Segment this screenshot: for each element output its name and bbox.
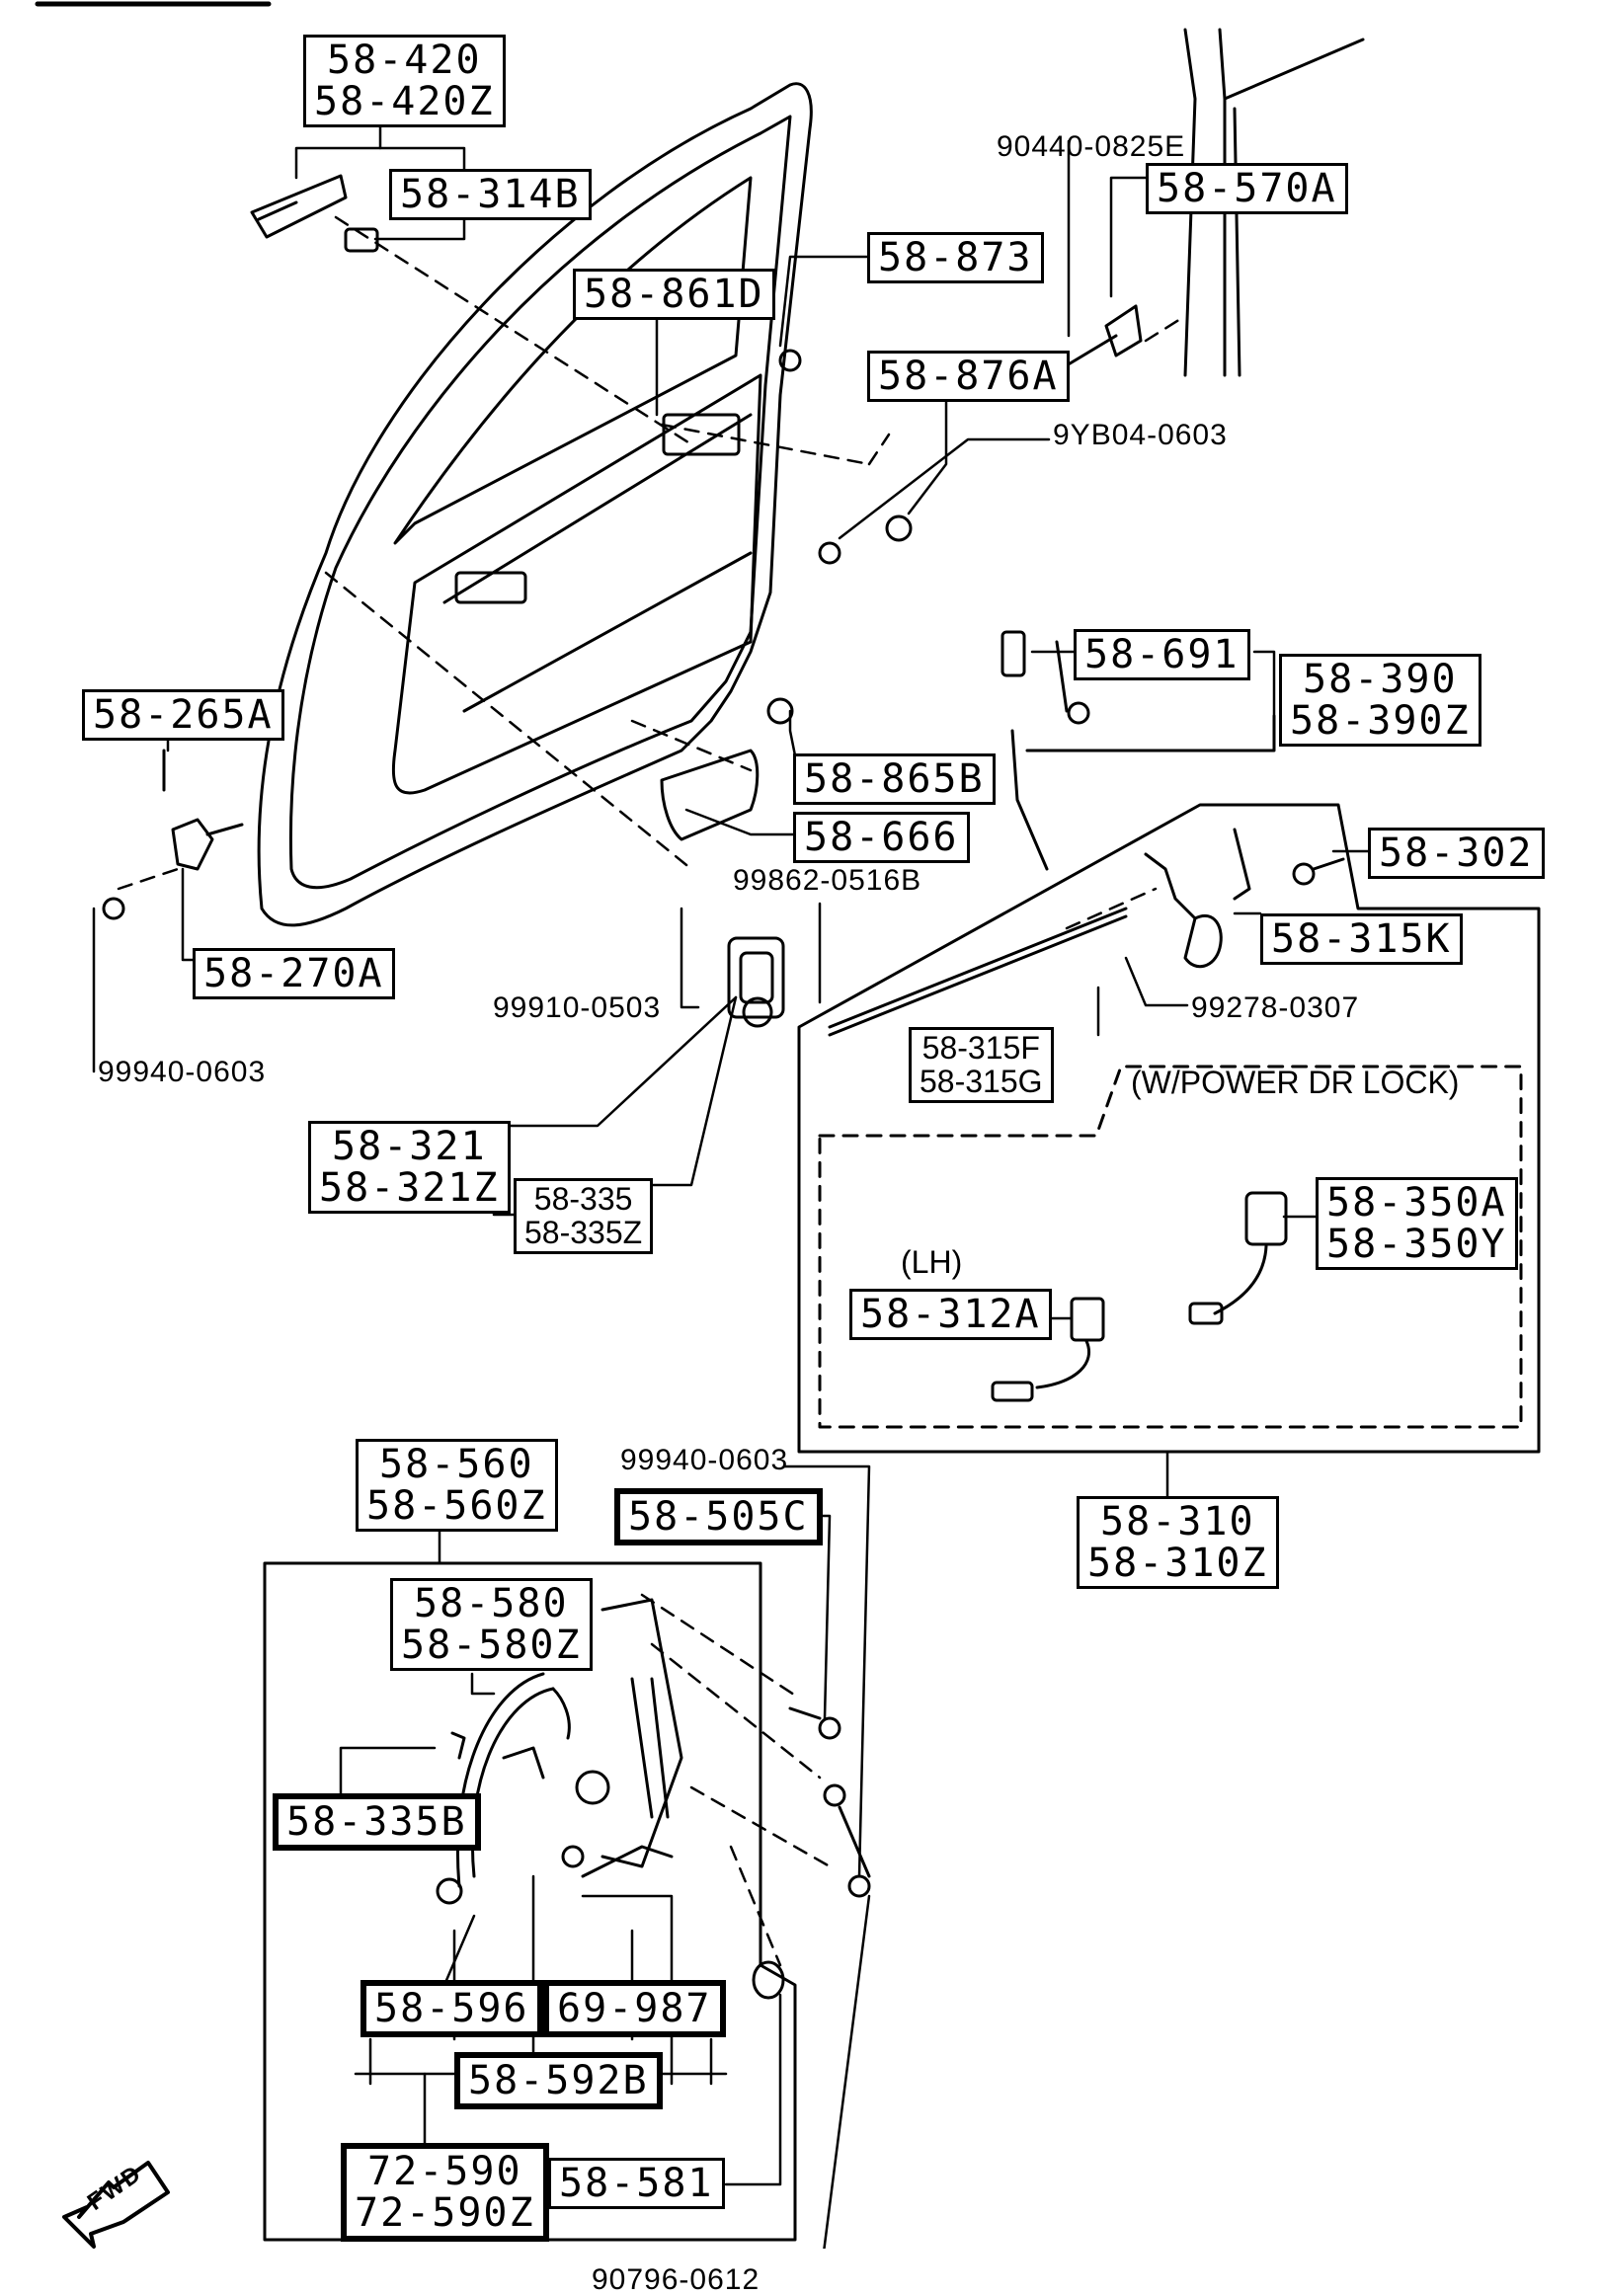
part-label-58-505c: 58-505C	[614, 1488, 823, 1545]
part-label-99910-0503: 99910-0503	[493, 991, 662, 1024]
part-label-58-666: 58-666	[793, 812, 970, 863]
part-label-99862-0516b: 99862-0516B	[733, 864, 922, 897]
part-label-69-987: 69-987	[543, 1980, 726, 2037]
part-label-99940-0603-check: 99940-0603	[98, 1056, 267, 1088]
part-label-58-570a: 58-570A	[1146, 163, 1348, 214]
power-lock-frame	[818, 1065, 1523, 1429]
part-label-58-315k: 58-315K	[1260, 913, 1463, 965]
part-label-58-270a: 58-270A	[193, 948, 395, 999]
part-label-58-865b: 58-865B	[793, 753, 996, 805]
fwd-arrow	[62, 2161, 170, 2249]
part-label-58-592b: 58-592B	[454, 2052, 663, 2109]
part-label-58-876a: 58-876A	[867, 351, 1070, 402]
outer-handle	[250, 174, 379, 253]
part-label-58-302: 58-302	[1368, 828, 1545, 879]
part-label-9yb04-0603: 9YB04-0603	[1053, 419, 1228, 451]
part-label-58-581: 58-581	[548, 2158, 725, 2209]
part-label-99278-0307: 99278-0307	[1191, 991, 1360, 1024]
inner-handle	[727, 936, 785, 1028]
b-pillar	[1183, 28, 1365, 377]
parts-diagram	[35, 1, 1541, 2249]
striker	[1065, 304, 1143, 367]
part-label-58-861d: 58-861D	[573, 269, 775, 320]
lh-note: (LH)	[901, 1244, 963, 1280]
door-lock-assembly	[828, 828, 1251, 1037]
part-label-58-312a: 58-312A	[849, 1289, 1052, 1340]
part-label-99940-0603-regulator: 99940-0603	[620, 1444, 789, 1476]
seal-panel	[660, 749, 760, 841]
lock-actuator	[1188, 1191, 1288, 1325]
part-label-58-596: 58-596	[360, 1980, 543, 2037]
part-label-58-873: 58-873	[867, 232, 1044, 283]
part-label-90796-0612: 90796-0612	[592, 2263, 760, 2296]
part-label-90440-0825e: 90440-0825E	[997, 130, 1186, 163]
part-label-58-691: 58-691	[1074, 629, 1250, 680]
lock-frame	[797, 803, 1541, 1454]
door-check	[102, 749, 244, 920]
part-label-58-314b: 58-314B	[389, 169, 592, 220]
part-label-58-335b: 58-335B	[273, 1793, 481, 1851]
part-label-58-265a: 58-265A	[82, 689, 284, 741]
power-door-lock-note: (W/POWER DR LOCK)	[1131, 1065, 1460, 1100]
regulator-frame	[263, 1561, 797, 2242]
